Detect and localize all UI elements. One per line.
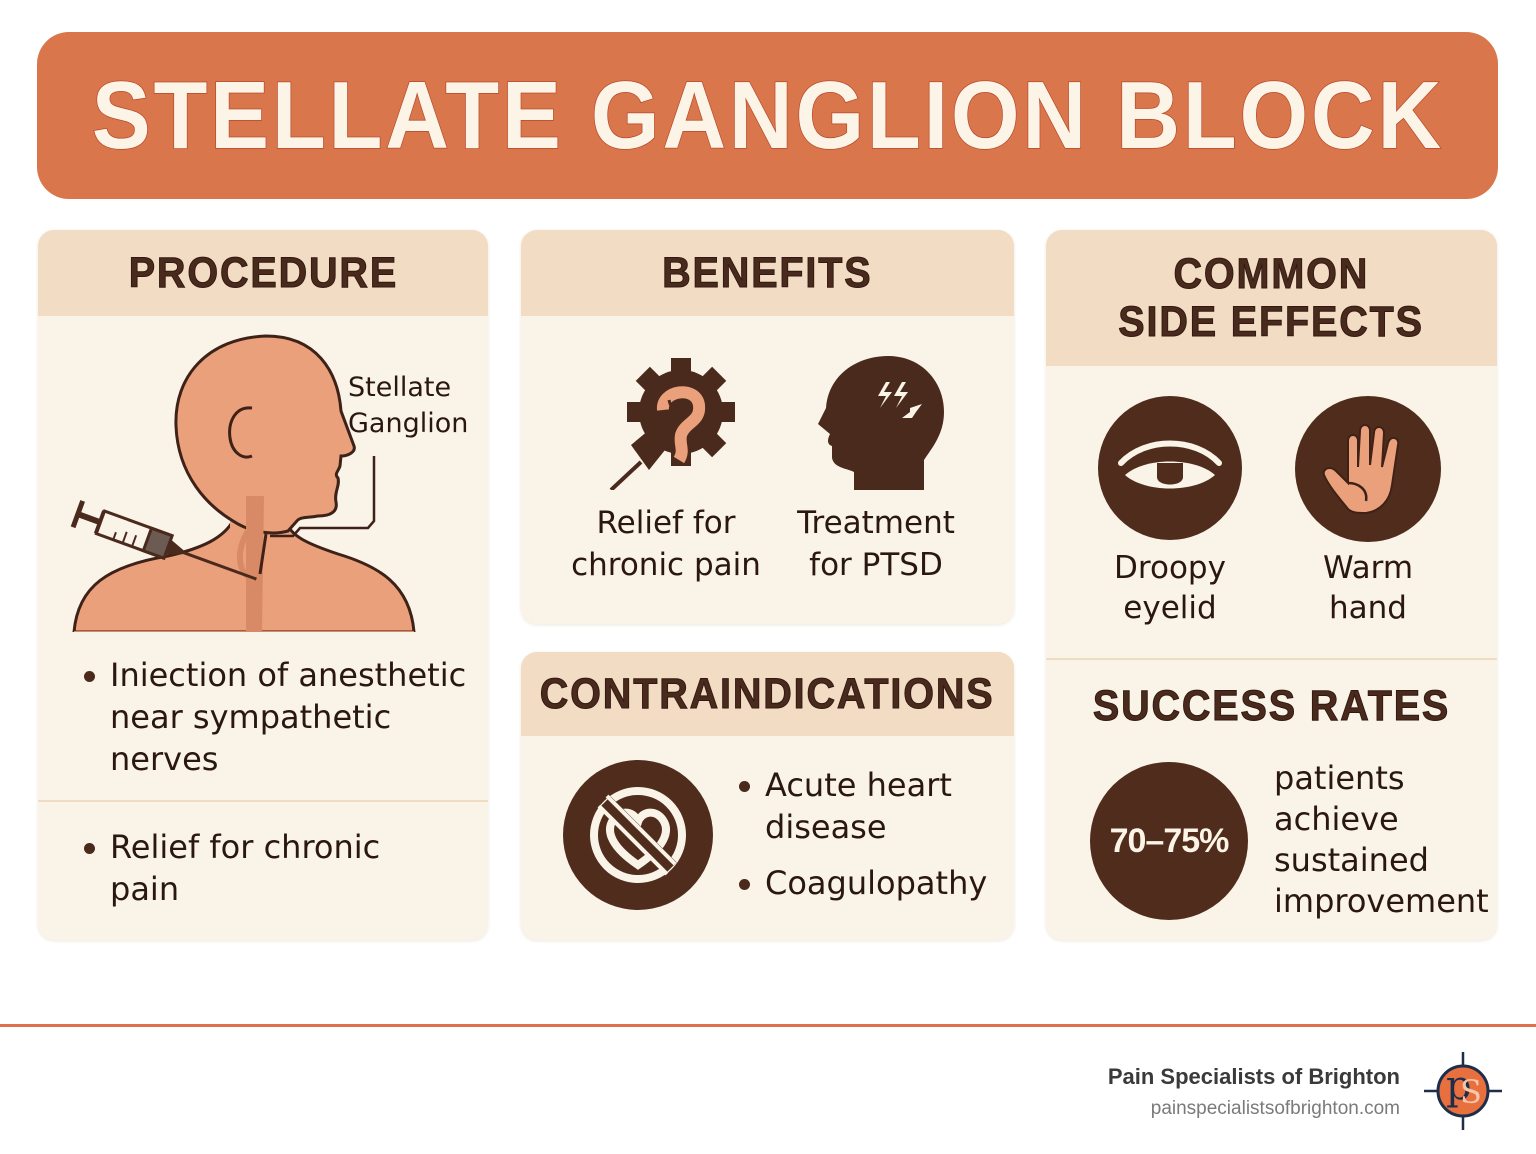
logo-letter-s: S	[1460, 1073, 1482, 1111]
label-line: Stellate	[348, 372, 452, 403]
procedure-bullet-1: Iniection of anesthetic near sympathetic…	[80, 654, 480, 780]
list-item: Acute heart disease	[735, 764, 1005, 848]
side-effects-card: COMMON SIDE EFFECTS Droopy eyelid Warm h…	[1046, 230, 1497, 940]
footer-divider	[0, 1024, 1536, 1027]
contraindications-header: CONTRAINDICATIONS	[521, 652, 1014, 736]
list-item: Coagulopathy	[735, 862, 1005, 904]
title-banner: STELLATE GANGLION BLOCK	[37, 32, 1498, 199]
side-effect-label: Droopy	[1114, 550, 1226, 586]
head-neck-syringe-illustration: Stellate Ganglion	[38, 316, 488, 634]
illustration-label: Stellate Ganglion	[348, 370, 468, 442]
brand-url[interactable]: painspecialistsofbrighton.com	[1150, 1098, 1400, 1119]
side-effect-label: eyelid	[1123, 590, 1217, 626]
success-rates-heading: SUCCESS RATES	[1092, 682, 1451, 731]
brand-logo-icon: p S	[1424, 1052, 1502, 1130]
side-effects-heading-line1: COMMON	[1173, 249, 1370, 298]
no-heart-icon	[563, 760, 713, 910]
warm-hand-icon	[1295, 396, 1441, 542]
benefits-header: BENEFITS	[521, 230, 1014, 316]
side-effect-label: hand	[1329, 590, 1407, 626]
divider	[38, 800, 488, 802]
divider	[1046, 658, 1497, 660]
side-effects-header: COMMON SIDE EFFECTS	[1046, 230, 1497, 366]
success-rate-stat: 70–75%	[1109, 821, 1230, 860]
procedure-bullet-2: Relief for chronic pain	[80, 826, 400, 910]
description-line: achieve	[1274, 800, 1399, 838]
description-line: patients	[1274, 759, 1405, 797]
success-rate-badge: 70–75%	[1090, 762, 1248, 920]
benefit-label: Relief for	[596, 505, 736, 541]
benefits-card: BENEFITS Relief for chronic pain	[521, 230, 1014, 624]
side-effect-warm-hand: Warm hand	[1268, 548, 1468, 628]
procedure-card: PROCEDURE	[38, 230, 488, 940]
gear-nerve-icon	[609, 358, 735, 490]
description-line: sustained	[1274, 841, 1429, 879]
contraindications-heading: CONTRAINDICATIONS	[540, 669, 995, 718]
benefit-label: chronic pain	[571, 547, 761, 583]
benefit-label: Treatment	[797, 505, 955, 541]
head-lightning-icon	[818, 356, 944, 490]
contraindications-list: Acute heart disease Coagulopathy	[735, 764, 1005, 904]
side-effects-heading-line2: SIDE EFFECTS	[1118, 297, 1425, 346]
page-title: STELLATE GANGLION BLOCK	[91, 61, 1444, 170]
label-line: Ganglion	[348, 408, 469, 439]
list-item: Relief for chronic pain	[80, 826, 400, 910]
benefit-item-chronic-pain: Relief for chronic pain	[551, 350, 781, 586]
logo-letter-p: p	[1446, 1063, 1472, 1109]
success-rates-section: SUCCESS RATES	[1046, 682, 1497, 731]
side-effect-droopy-eyelid: Droopy eyelid	[1070, 548, 1270, 628]
contraindications-card: CONTRAINDICATIONS Acute heart disease Co…	[521, 652, 1014, 940]
procedure-heading: PROCEDURE	[128, 248, 398, 297]
side-effect-label: Warm	[1322, 550, 1414, 586]
success-rate-description: patients achieve sustained improvement	[1274, 758, 1489, 922]
brand-name: Pain Specialists of Brighton	[1107, 1064, 1400, 1089]
procedure-header: PROCEDURE	[38, 230, 488, 316]
benefit-label: for PTSD	[809, 547, 943, 583]
description-line: improvement	[1274, 882, 1489, 920]
list-item: Iniection of anesthetic near sympathetic…	[80, 654, 480, 780]
benefits-heading: BENEFITS	[662, 248, 873, 297]
benefit-item-ptsd: Treatment for PTSD	[776, 350, 976, 586]
droopy-eye-icon	[1098, 396, 1242, 540]
